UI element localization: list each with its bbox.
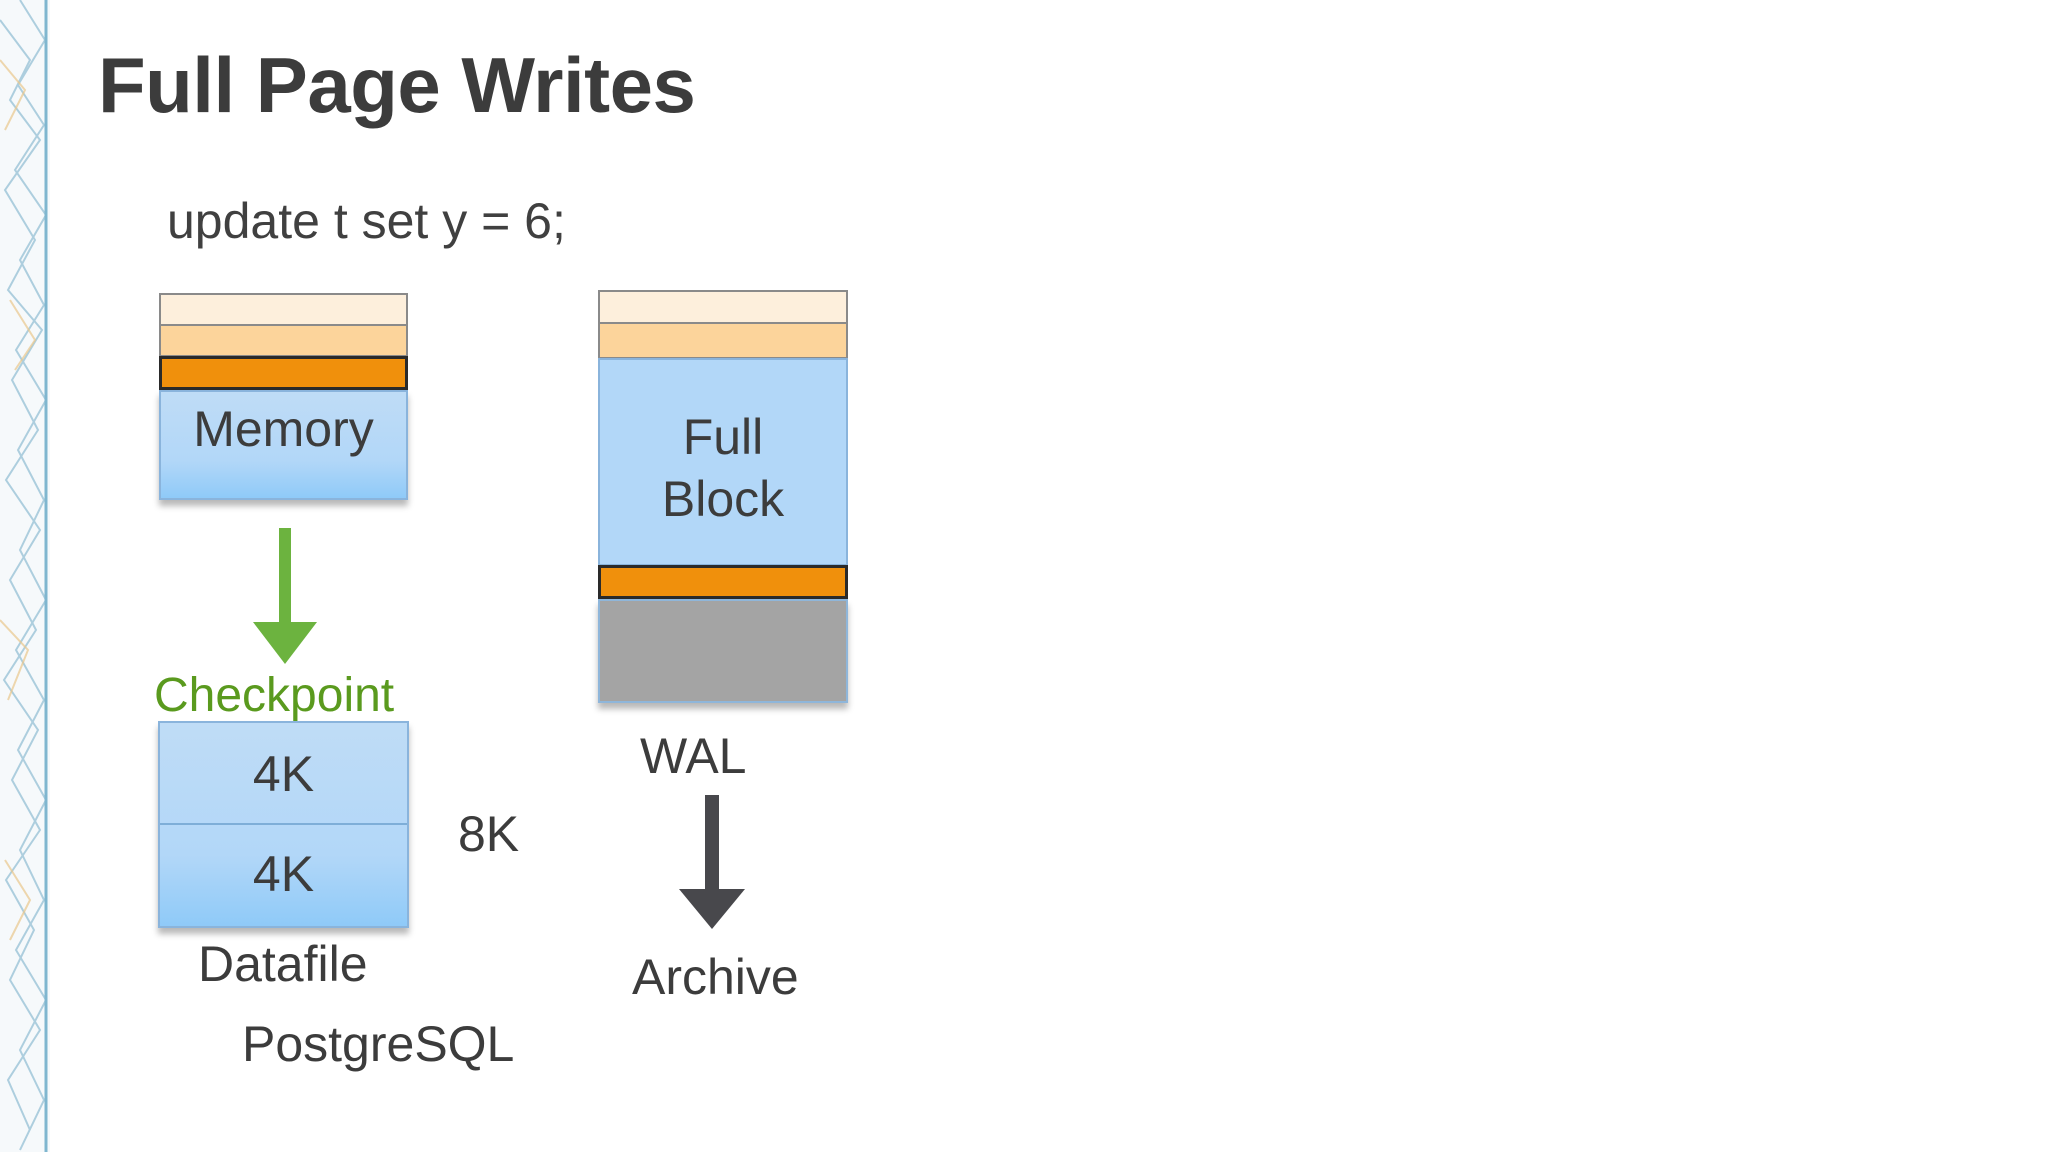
wal-free-space	[598, 599, 848, 703]
archive-label: Archive	[632, 949, 799, 1005]
datafile-label: Datafile	[198, 936, 368, 992]
datafile-block: 4K 4K	[158, 721, 409, 928]
datafile-size-label: 8K	[458, 806, 520, 862]
memory-tuple-strip	[159, 326, 408, 357]
wal-full-block-line-2: Block	[661, 471, 785, 527]
wal-tuple-strip	[598, 324, 848, 359]
wal-label: WAL	[640, 728, 747, 784]
checkpoint-arrow	[253, 528, 317, 664]
memory-block: Memory	[159, 390, 408, 500]
postgresql-label: PostgreSQL	[242, 1016, 515, 1072]
memory-header-strip	[159, 293, 408, 326]
memory-label: Memory	[193, 401, 374, 457]
archive-arrow	[679, 795, 745, 929]
slide-title: Full Page Writes	[98, 41, 696, 129]
wal-full-block-line-1: Full	[682, 409, 764, 465]
checkpoint-label: Checkpoint	[154, 669, 395, 722]
decorative-edge-pattern	[0, 0, 50, 1152]
wal-header-strip	[598, 290, 848, 324]
datafile-divider	[160, 823, 407, 825]
memory-modified-row	[159, 356, 408, 390]
sql-statement: update t set y = 6;	[167, 193, 566, 249]
datafile-half-1: 4K	[252, 746, 315, 802]
wal-full-block: Full Block	[598, 358, 848, 566]
wal-modified-row	[598, 565, 848, 599]
datafile-half-2: 4K	[252, 846, 315, 902]
wal-full-block-text: Full Block	[600, 406, 846, 530]
